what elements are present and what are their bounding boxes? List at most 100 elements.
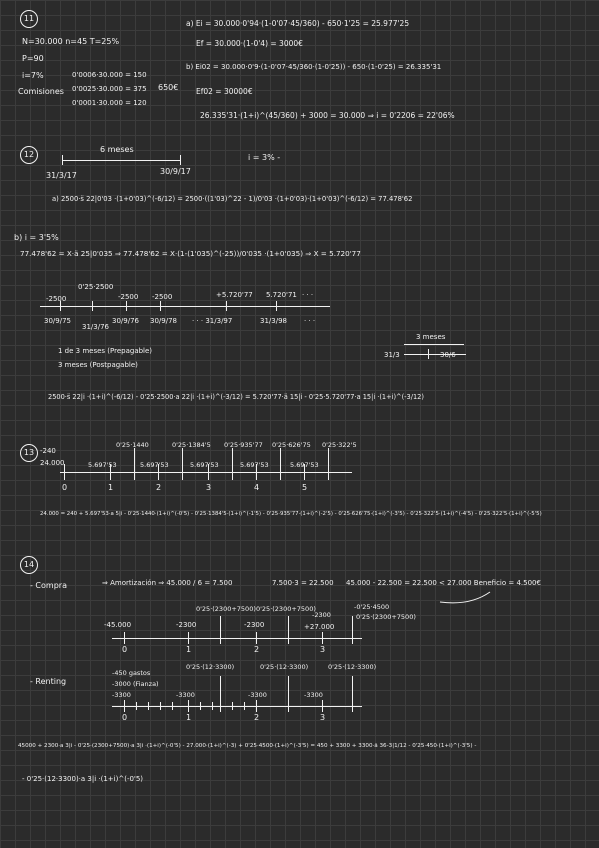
p14-equation-line1: 45000 + 2300·a 3|i - 0'25·(2300+7500)·a … [18,743,477,749]
p11-part-a-line2: Ef = 30.000·(1-0'4) = 3000€ [196,39,303,48]
p12-period-tick-end [180,155,181,165]
p12-timeline-tick [160,301,161,311]
p12-timeline-tick [276,301,277,311]
p13-tick-label-1: 1 [108,483,114,492]
p12-timeline-date-1: 31/3/76 [82,323,109,331]
p14-renting-tick-3 [322,700,323,712]
p12-timeline-date-5: 31/3/98 [260,317,287,325]
p12-right-tick [428,349,429,359]
p14-compra-half-tick [288,616,289,644]
p13-value-4: 5.697'53 [290,461,319,469]
p14-compra-half-tick [352,616,353,644]
p14-compra-axis [112,638,362,639]
p14-renting-month-tick [232,702,233,710]
p12-period-tick-start [62,155,63,165]
p14-compra-tick-label-1: 1 [186,645,192,654]
p12-timeline-top-label: 0'25·2500 [78,283,114,291]
p12-timeline-value-1: -2500 [118,293,139,301]
p13-tick-label-5: 5 [302,483,308,492]
p12-postpagable-note: 3 meses (Postpagable) [58,361,138,369]
p13-value-1: 5.697'53 [140,461,169,469]
p14-renting-left-3: -3300 [112,691,131,699]
p13-timeline-half-tick [280,448,281,480]
problem-11-number: 11 [20,10,38,28]
p14-compra-tick-label-3: 3 [320,645,326,654]
p12-part-b-label: b) i = 3'5% [14,233,59,242]
p14-compra-value-3: -0'25·4500 [354,603,390,611]
problem-12-number: 12 [20,146,38,164]
p13-timeline-tick-4 [256,464,257,480]
p14-compra-left: -45.000 [104,621,132,629]
p13-timeline-half-tick [232,448,233,480]
p13-top-label-1: 0'25·1384'5 [172,441,211,449]
p13-value-3: 5.697'53 [240,461,269,469]
p14-renting-value-1: -3300 [248,691,267,699]
p12-meses-label: 6 meses [100,145,134,154]
p13-timeline-tick-1 [110,464,111,480]
p12-timeline-value-2: -2500 [152,293,173,301]
p13-top-label-3: 0'25·626'75 [272,441,311,449]
p13-left-value-1: -240 [40,447,56,455]
p13-top-label-4: 0'25·322'5 [322,441,357,449]
p13-equation: 24.000 = 240 + 5.697'53·a 5|i - 0'25·144… [40,511,542,517]
p14-renting-value-0: -3300 [176,691,195,699]
problem-13-number: 13 [20,444,38,462]
p12-timeline-date-3: 30/9/78 [150,317,177,325]
p12-timeline-value-3: +5.720'77 [216,291,253,299]
p14-compra-value-1: -2300 [244,621,265,629]
p11-comision-total: 650€ [158,83,179,92]
p12-right-date-1: 31/3 [384,351,400,359]
p12-timeline-value-4: 5.720'71 [266,291,297,299]
p14-renting-axis [112,706,362,707]
p13-tick-label-3: 3 [206,483,212,492]
p13-tick-label-4: 4 [254,483,260,492]
p13-timeline-half-tick [182,448,183,480]
p14-renting-tick-label-0: 0 [122,713,128,722]
p14-renting-half-tick [288,676,289,712]
p14-renting-tick-label-3: 3 [320,713,326,722]
p14-renting-month-tick [172,702,173,710]
p13-top-label-0: 0'25·1440 [116,441,149,449]
p12-timeline-value-5: · · · [302,291,314,299]
p11-comision-3: 0'0001·30.000 = 120 [72,99,147,107]
p11-data-line3: i=7% [22,71,44,80]
p12-right-date-2: 30/6 [440,351,456,359]
p14-compra-top-0: 0'25·(2300+7500) [196,605,256,613]
p11-comision-1: 0'0006·30.000 = 150 [72,71,147,79]
p12-timeline-tick [60,301,61,311]
p12-timeline-date-6: · · · [304,317,316,325]
problem-14-number: 14 [20,556,38,574]
p11-part-a-line1: a) Ei = 30.000·0'94·(1-0'07·45/360) - 65… [186,19,410,28]
p13-timeline-tick-0 [64,464,65,480]
p14-renting-top-2: 0'25·(12·3300) [328,663,377,671]
p13-timeline-axis [60,472,352,473]
p14-compra-value-2: +27.000 [304,623,335,631]
p14-compra-half-tick [220,616,221,644]
p14-renting-month-tick [212,702,213,710]
p14-renting-value-2: -3300 [304,691,323,699]
p12-timeline-tick [126,301,127,311]
p14-renting-month-tick [200,702,201,710]
p11-part-b-line3: 26.335'31·(1+i)^(45/360) + 3000 = 30.000… [200,111,455,120]
p12-right-period-line [404,344,464,345]
p13-left-value-2: 24.000 [40,459,65,467]
p13-timeline-half-tick [328,448,329,480]
p14-renting-tick-2 [256,700,257,712]
p14-renting-month-tick [148,702,149,710]
p14-renting-half-tick [352,676,353,712]
p14-renting-tick-0 [124,700,125,712]
p14-compra-top-2: -2300 [312,611,331,619]
p12-date-end: 30/9/17 [160,167,191,176]
p14-compra-label: - Compra [30,581,67,590]
p11-part-b-line1: b) Ei02 = 30.000·0'9·(1-0'07·45/360·(1-0… [186,63,442,71]
p14-equation-line2: - 0'25·(12·3300)·a 3|i ·(1+i)^(-0'5) [22,775,144,783]
p14-renting-label: - Renting [30,677,67,686]
p12-right-axis [404,354,466,355]
p13-timeline-tick-2 [158,464,159,480]
p14-compra-tick-label-2: 2 [254,645,260,654]
p12-period-line [62,160,180,161]
p12-right-period-label: 3 meses [416,333,446,341]
p14-compra-top-3: 0'25·(2300+7500) [356,613,416,621]
p14-compra-tick-3 [322,632,323,644]
p12-part-b-equation: 77.478'62 = X·ä 25|0'035 ⇒ 77.478'62 = X… [20,249,361,258]
